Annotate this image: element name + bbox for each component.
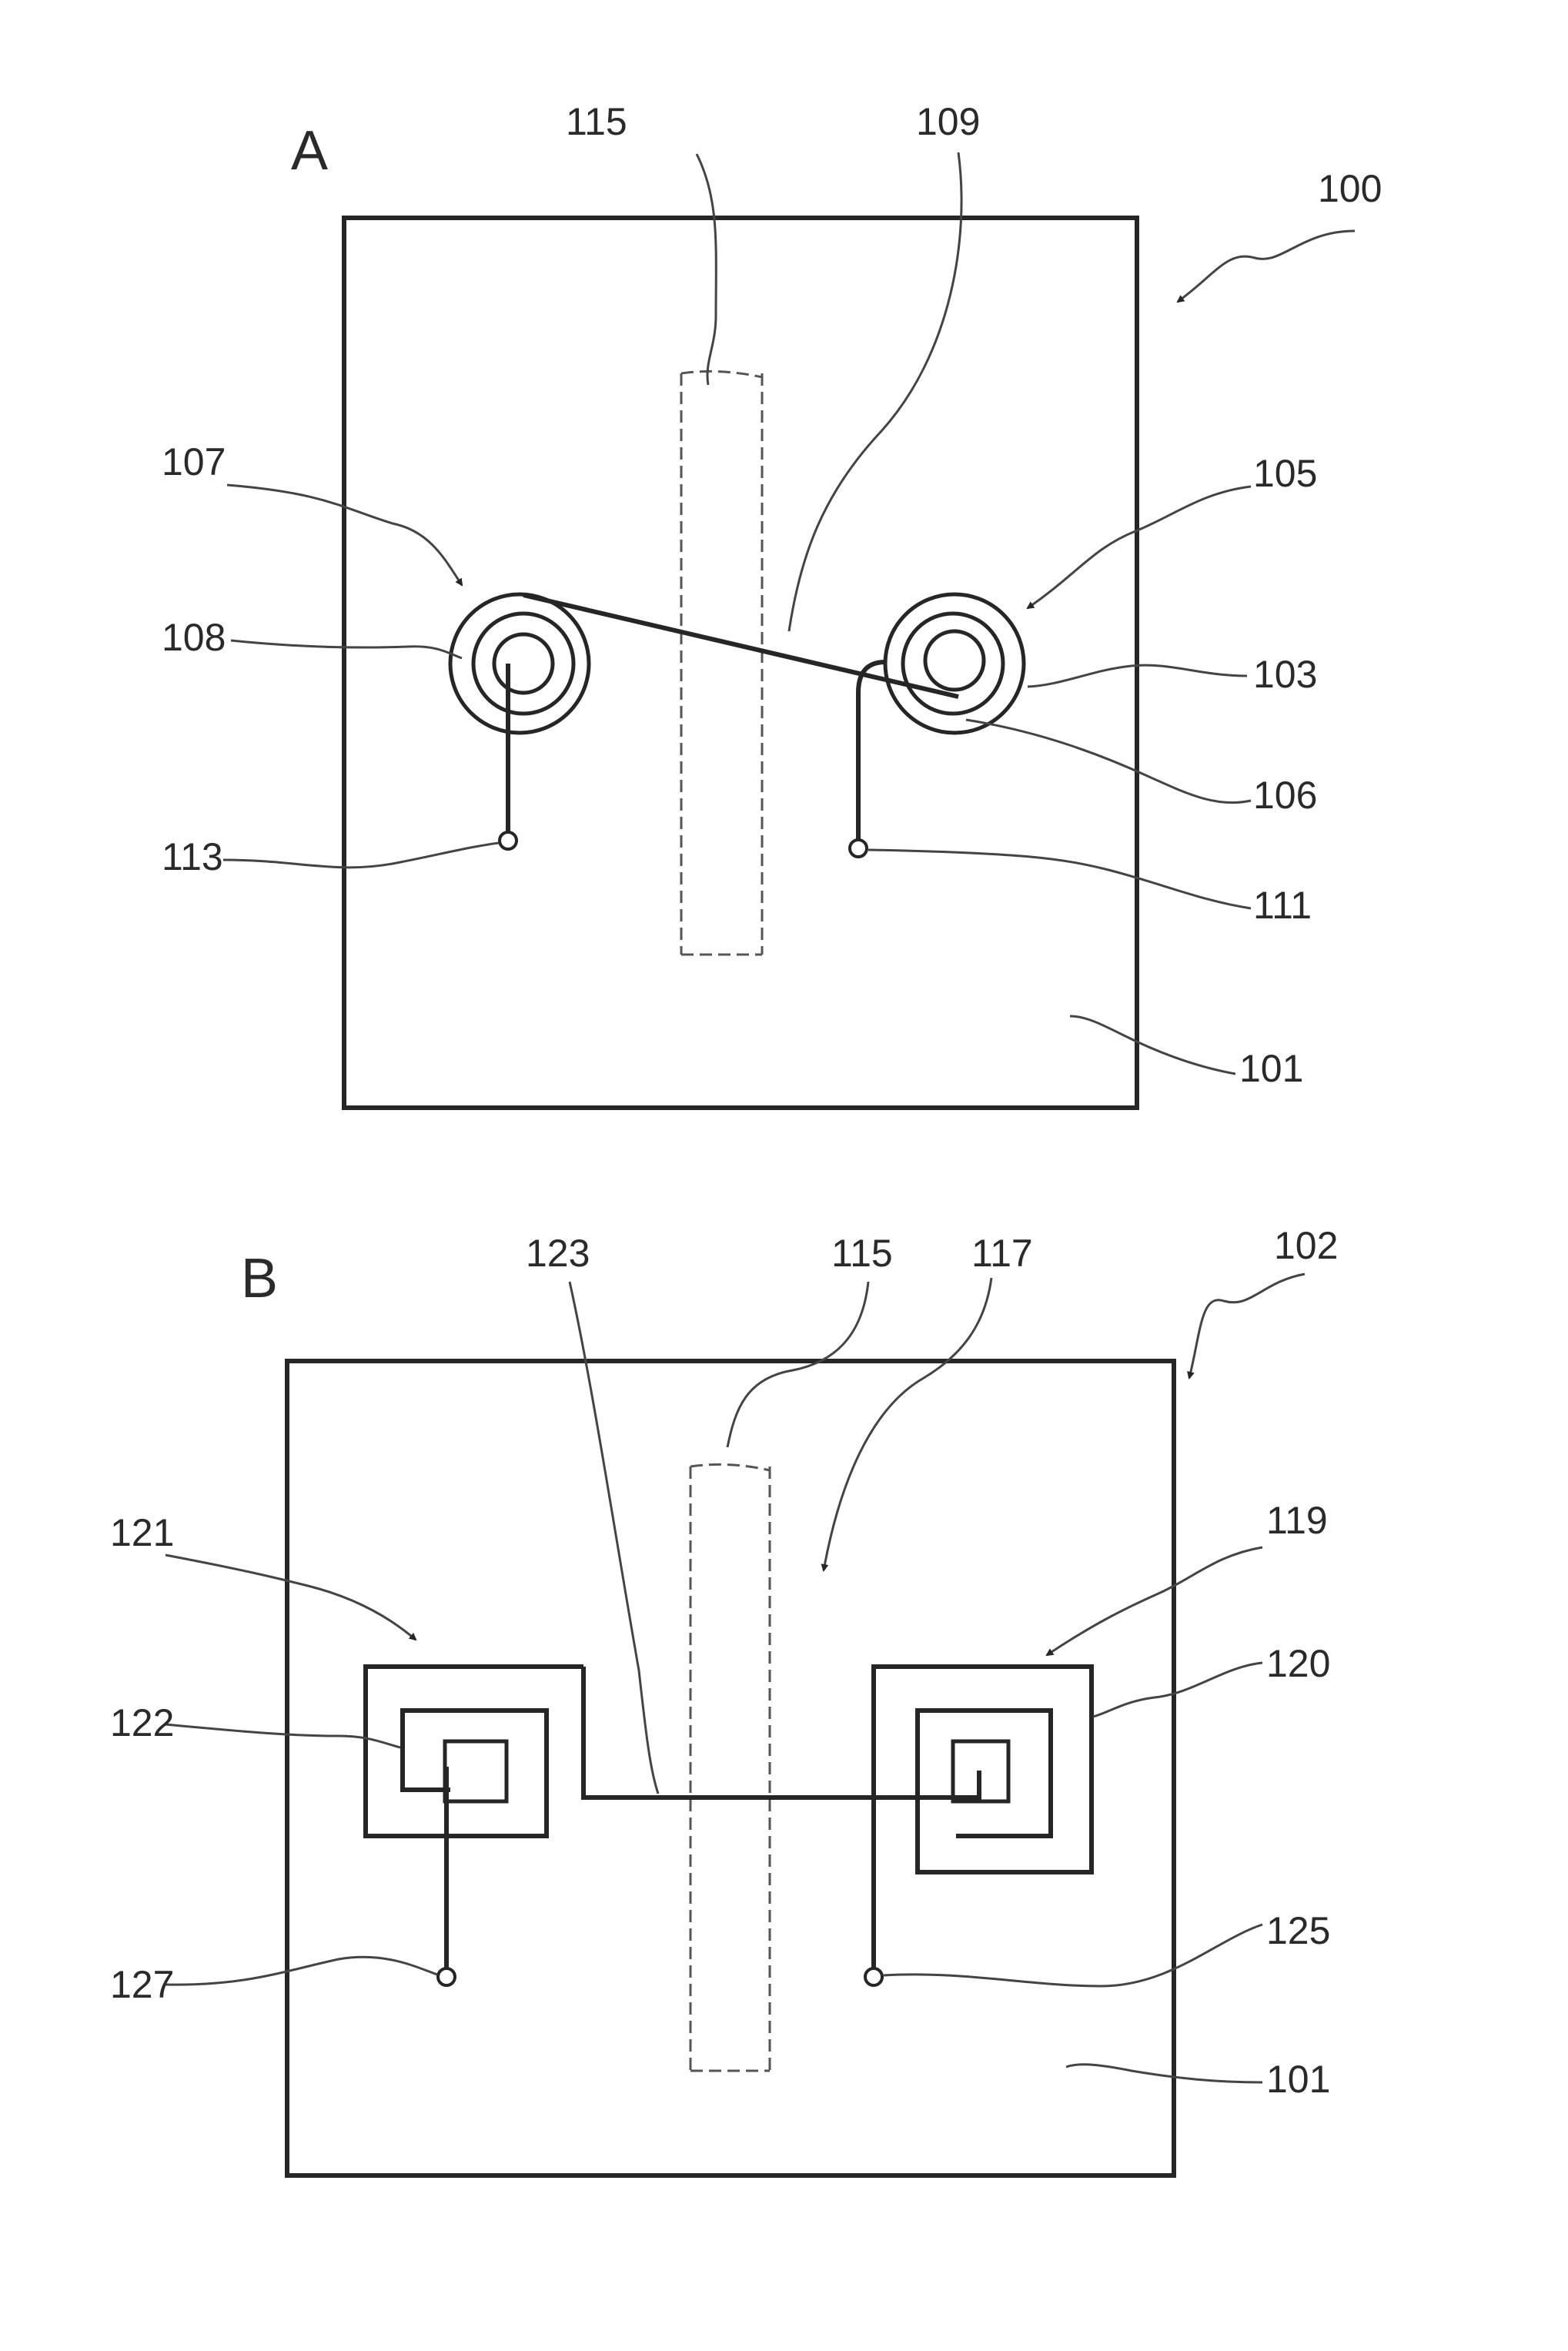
- ref-117: 117: [971, 1232, 1033, 1275]
- substrate-b: [287, 1361, 1174, 2175]
- leader-119: [1047, 1547, 1262, 1655]
- ref-122: 122: [110, 1701, 174, 1744]
- panel-a-label: A: [291, 120, 328, 182]
- dashed-conductor-b: [690, 1464, 770, 2071]
- leader-115-a: [697, 154, 716, 385]
- ref-100: 100: [1318, 167, 1382, 210]
- coil-right-square: [874, 1667, 1092, 1872]
- leader-127: [165, 1957, 437, 1985]
- coil-right-circular: [885, 594, 1024, 733]
- leader-125: [884, 1925, 1262, 1986]
- ref-103: 103: [1253, 653, 1317, 696]
- ref-125: 125: [1266, 1909, 1330, 1952]
- ref-127: 127: [110, 1963, 174, 2006]
- ref-113: 113: [162, 835, 223, 878]
- ref-101-a: 101: [1239, 1047, 1303, 1090]
- leader-120: [1093, 1663, 1262, 1717]
- leader-121: [165, 1555, 416, 1640]
- leader-106: [966, 720, 1251, 803]
- leader-115-b: [727, 1282, 868, 1447]
- leader-100: [1178, 231, 1355, 302]
- ref-106: 106: [1253, 774, 1317, 817]
- coil-left-circular: [450, 594, 589, 733]
- terminal-111: [850, 840, 867, 857]
- bridge-conductor-b: [662, 1771, 979, 1798]
- ref-115-b: 115: [831, 1232, 893, 1275]
- panel-a: A: [162, 100, 1382, 1108]
- ref-121: 121: [110, 1511, 174, 1554]
- ref-102: 102: [1274, 1224, 1338, 1267]
- ref-105: 105: [1253, 452, 1317, 495]
- ref-107: 107: [162, 440, 226, 483]
- panel-b-label: B: [241, 1248, 278, 1309]
- panel-b: B 12: [110, 1224, 1338, 2175]
- ref-111: 111: [1253, 884, 1312, 927]
- dashed-conductor-a: [681, 371, 762, 955]
- ref-120: 120: [1266, 1642, 1330, 1685]
- ref-123: 123: [526, 1232, 590, 1275]
- leader-117: [824, 1278, 991, 1570]
- ref-109: 109: [916, 100, 980, 143]
- leader-102: [1189, 1274, 1305, 1378]
- terminal-113: [500, 832, 517, 849]
- leader-109: [789, 152, 961, 631]
- ref-115-a: 115: [566, 100, 627, 143]
- leader-111: [868, 850, 1251, 908]
- leader-101-b: [1066, 2065, 1262, 2082]
- ref-108: 108: [162, 616, 226, 659]
- leader-101-a: [1070, 1016, 1235, 1074]
- bridge-conductor-a: [523, 595, 958, 697]
- substrate-a: [344, 218, 1137, 1108]
- ref-119: 119: [1266, 1499, 1328, 1542]
- terminal-125: [865, 1968, 882, 1985]
- terminal-127: [438, 1968, 455, 1985]
- coil-left-square: [366, 1667, 662, 1836]
- ref-101-b: 101: [1266, 2058, 1330, 2101]
- leader-113: [223, 843, 499, 868]
- lead-111: [858, 662, 885, 847]
